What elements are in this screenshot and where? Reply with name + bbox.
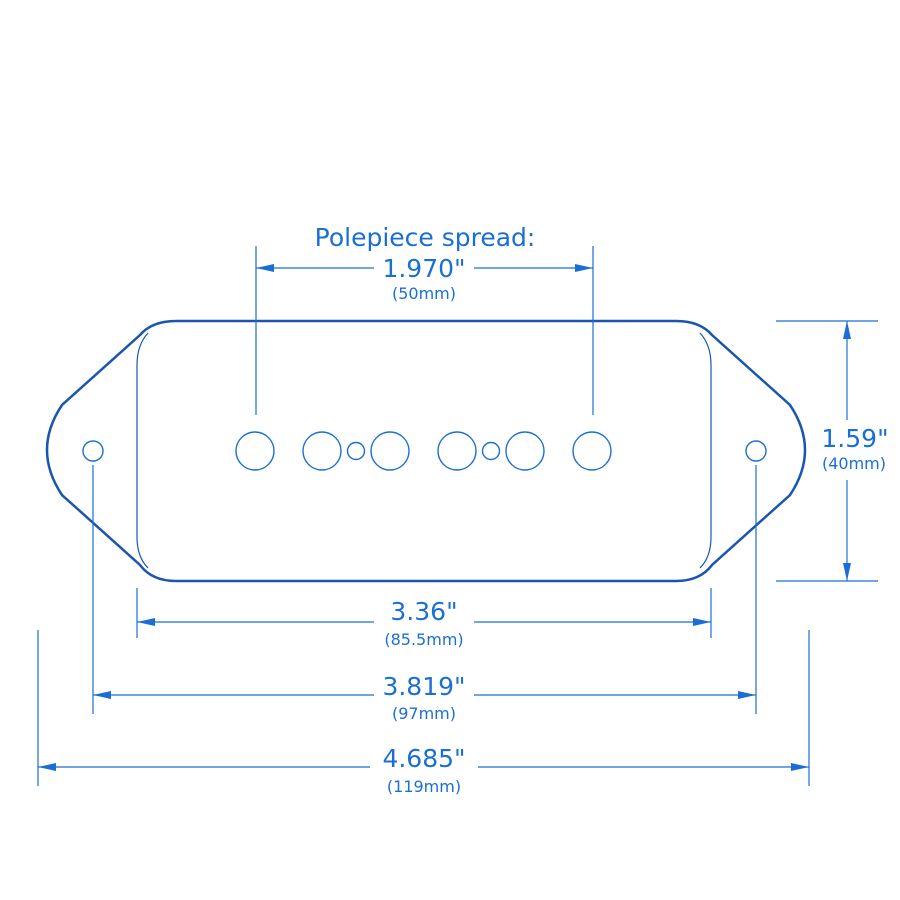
polepiece-small-1	[346, 441, 366, 461]
polepiece-4	[437, 431, 477, 471]
height-mm: (40mm)	[822, 454, 886, 473]
polepiece-2	[302, 431, 342, 471]
mounting-hole-spacing-dimension: 3.819" (97mm)	[92, 465, 757, 723]
cover-right-edge	[699, 332, 712, 569]
pickup-outline	[45, 319, 807, 583]
overall-length-inches: 4.685"	[382, 744, 465, 773]
polepiece-spread-inches: 1.970"	[382, 254, 465, 283]
mounting-hole-right	[745, 440, 767, 462]
polepiece-spread-mm: (50mm)	[392, 284, 456, 303]
mounting-hole-spacing-mm: (97mm)	[392, 704, 456, 723]
polepiece-spread-title: Polepiece spread:	[315, 223, 536, 252]
polepiece-6	[572, 431, 612, 471]
mounting-hole-spacing-inches: 3.819"	[382, 672, 465, 701]
cover-left-edge	[136, 332, 149, 569]
polepiece-1	[235, 431, 275, 471]
overall-length-dimension: 4.685" (119mm)	[37, 630, 810, 796]
height-dimension: 1.59" (40mm)	[776, 320, 889, 582]
polepiece-5	[505, 431, 545, 471]
mounting-hole-left	[82, 440, 104, 462]
overall-length-mm: (119mm)	[387, 777, 461, 796]
cover-width-dimension: 3.36" (85.5mm)	[136, 588, 712, 649]
cover-width-inches: 3.36"	[390, 597, 457, 626]
polepiece-small-2	[481, 441, 501, 461]
cover-width-mm: (85.5mm)	[384, 630, 463, 649]
height-inches: 1.59"	[821, 424, 888, 453]
polepiece-spread-dimension: Polepiece spread: 1.970" (50mm)	[255, 223, 594, 415]
polepiece-3	[370, 431, 410, 471]
